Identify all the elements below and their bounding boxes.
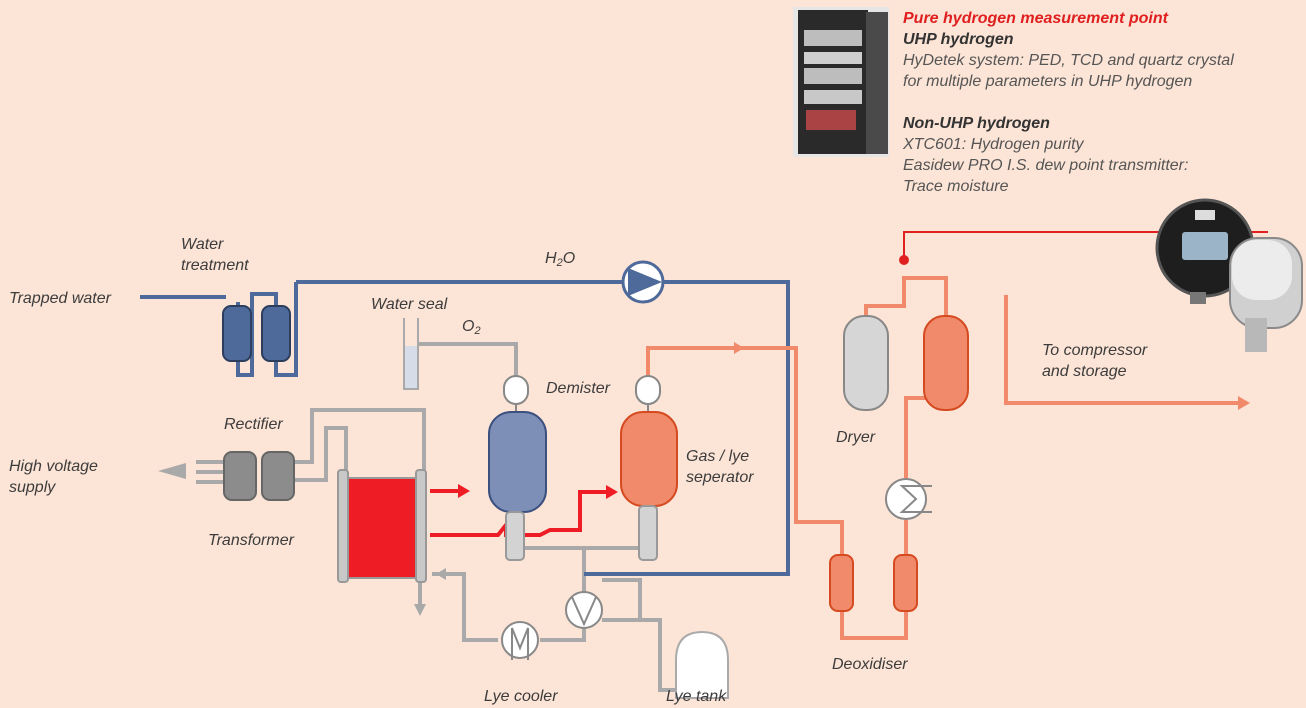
label-high-voltage-line1: High voltage: [9, 456, 98, 477]
red-arrow-icon: [606, 485, 618, 499]
label-trapped-water: Trapped water: [9, 288, 111, 309]
water-pump-icon: [623, 262, 663, 302]
label-transformer: Transformer: [208, 530, 294, 551]
label-lye-tank: Lye tank: [666, 686, 726, 707]
label-high-voltage-line2: supply: [9, 477, 98, 498]
deoxidiser-vessel: [830, 555, 853, 611]
red-arrow-icon: [458, 484, 470, 498]
info-nonuhp-heading: Non-UHP hydrogen: [903, 113, 1234, 134]
hydrogen-separator-leg: [639, 506, 657, 560]
demister-h2: [636, 376, 660, 404]
measurement-point-icon: [899, 255, 909, 265]
heat-exchanger-icon: [886, 479, 932, 519]
o2-subscript: 2: [474, 325, 480, 337]
label-high-voltage-supply: High voltage supply: [9, 456, 98, 498]
label-gas-lye-separator: Gas / lye seperator: [686, 446, 754, 488]
water-filter: [223, 306, 251, 361]
water-filter: [262, 306, 290, 361]
label-water-seal: Water seal: [371, 294, 447, 315]
label-dryer: Dryer: [836, 427, 875, 448]
measurement-info: Pure hydrogen measurement point UHP hydr…: [903, 8, 1234, 197]
hydetek-cabinet-image: [793, 7, 889, 157]
label-h2o: H2O: [545, 248, 575, 274]
lye-cooler-icon: [502, 622, 538, 660]
h2-flow-arrow-icon: [734, 342, 744, 354]
rectifier-unit: [224, 452, 256, 500]
h2o-o: O: [563, 250, 575, 267]
lye-pump-icon: [566, 592, 602, 628]
output-arrow-icon: [1238, 396, 1250, 410]
water-seal: [404, 318, 418, 389]
drain-arrow-icon: [414, 604, 426, 616]
h2o-h: H: [545, 250, 557, 267]
oxygen-separator-leg: [506, 512, 524, 560]
label-to-compressor-line1: To compressor: [1042, 340, 1147, 361]
electrolyser-stack: [348, 478, 416, 578]
label-o2: O2: [462, 316, 481, 342]
electrolyser-plate: [338, 470, 348, 582]
return-arrow-icon: [436, 568, 446, 580]
label-demister: Demister: [546, 378, 610, 399]
demister-o2: [504, 376, 528, 404]
info-title: Pure hydrogen measurement point: [903, 8, 1234, 29]
supply-arrow: [158, 463, 186, 479]
label-water-treatment-line1: Water: [181, 234, 249, 255]
dryer-vessel: [844, 316, 888, 410]
hydrogen-separator: [621, 412, 677, 506]
info-nonuhp-line1: XTC601: Hydrogen purity: [903, 134, 1234, 155]
label-gas-lye-line2: seperator: [686, 467, 754, 488]
deoxidiser-vessel: [894, 555, 917, 611]
electrolyser-plate: [416, 470, 426, 582]
info-nonuhp-line3: Trace moisture: [903, 176, 1234, 197]
info-uhp-line2: for multiple parameters in UHP hydrogen: [903, 71, 1234, 92]
label-water-treatment: Water treatment: [181, 234, 249, 276]
oxygen-separator: [489, 412, 546, 512]
label-deoxidiser: Deoxidiser: [832, 654, 908, 675]
label-water-treatment-line2: treatment: [181, 255, 249, 276]
info-uhp-line1: HyDetek system: PED, TCD and quartz crys…: [903, 50, 1234, 71]
label-rectifier: Rectifier: [224, 414, 283, 435]
info-uhp-heading: UHP hydrogen: [903, 29, 1234, 50]
label-to-compressor-line2: and storage: [1042, 361, 1147, 382]
o2-o: O: [462, 318, 474, 335]
label-gas-lye-line1: Gas / lye: [686, 446, 754, 467]
label-lye-cooler: Lye cooler: [484, 686, 558, 707]
label-to-compressor: To compressor and storage: [1042, 340, 1147, 382]
rectifier-unit: [262, 452, 294, 500]
transmitter-devices-image: [1157, 200, 1302, 352]
dryer-vessel: [924, 316, 968, 410]
info-nonuhp-line2: Easidew PRO I.S. dew point transmitter:: [903, 155, 1234, 176]
